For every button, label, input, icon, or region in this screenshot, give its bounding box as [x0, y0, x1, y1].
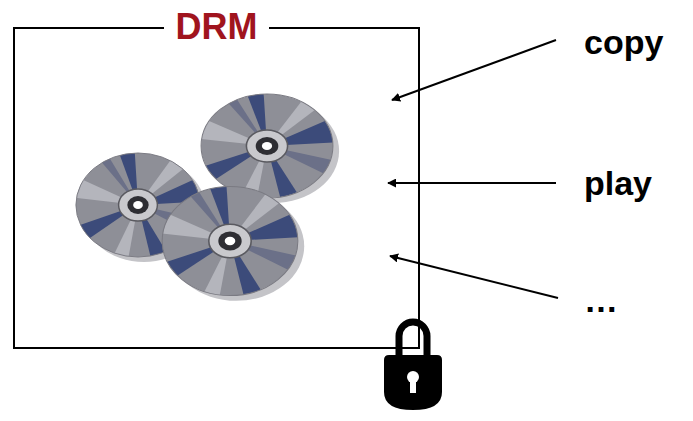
box-title: DRM [164, 7, 270, 47]
action-label: play [584, 163, 652, 203]
padlock-keyhole [410, 379, 416, 393]
drm-box: DRM [13, 27, 420, 349]
padlock-body [384, 355, 442, 410]
cd-disc [135, 157, 326, 325]
padlock-keyhole [407, 371, 419, 383]
action-label: … [584, 280, 618, 320]
padlock-shackle [399, 322, 427, 362]
arrow-line [392, 40, 556, 100]
arrow-line [388, 182, 556, 184]
arrow-line [390, 256, 558, 298]
action-label: copy [584, 22, 663, 62]
